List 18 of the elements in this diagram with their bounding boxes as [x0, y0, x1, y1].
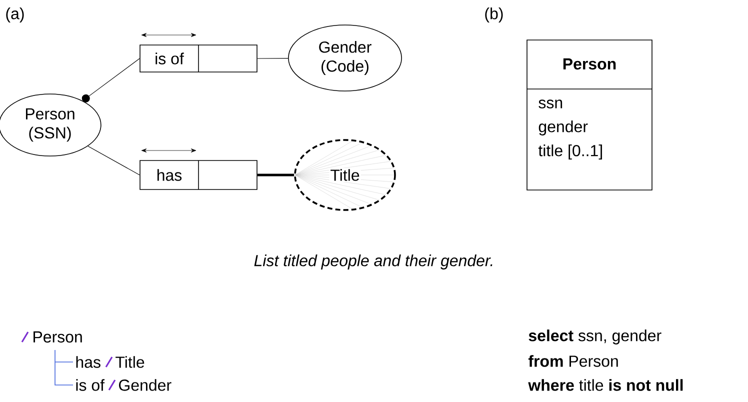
class-box: Person ssn gender title [0..1]: [526, 40, 652, 190]
panel-label: (a): [6, 8, 24, 22]
role-box: has: [140, 160, 258, 190]
query-line: from Person: [528, 355, 618, 367]
connector: [257, 174, 294, 176]
connector: [257, 58, 288, 59]
tree-item: has: [76, 356, 100, 368]
query-line: where title is not null: [528, 379, 683, 391]
connector: [82, 58, 140, 102]
query-line: select ssn, gender: [528, 330, 662, 344]
panel-label: (b): [485, 8, 503, 22]
connector: [88, 146, 140, 176]
tree-item: is of: [76, 379, 105, 391]
tree-item: Gender: [119, 379, 172, 391]
tree-item: Title: [116, 356, 144, 368]
caption: List titled people and their gender.: [254, 254, 492, 270]
tree-item: Person: [34, 331, 82, 343]
role-box: is of: [140, 44, 258, 72]
